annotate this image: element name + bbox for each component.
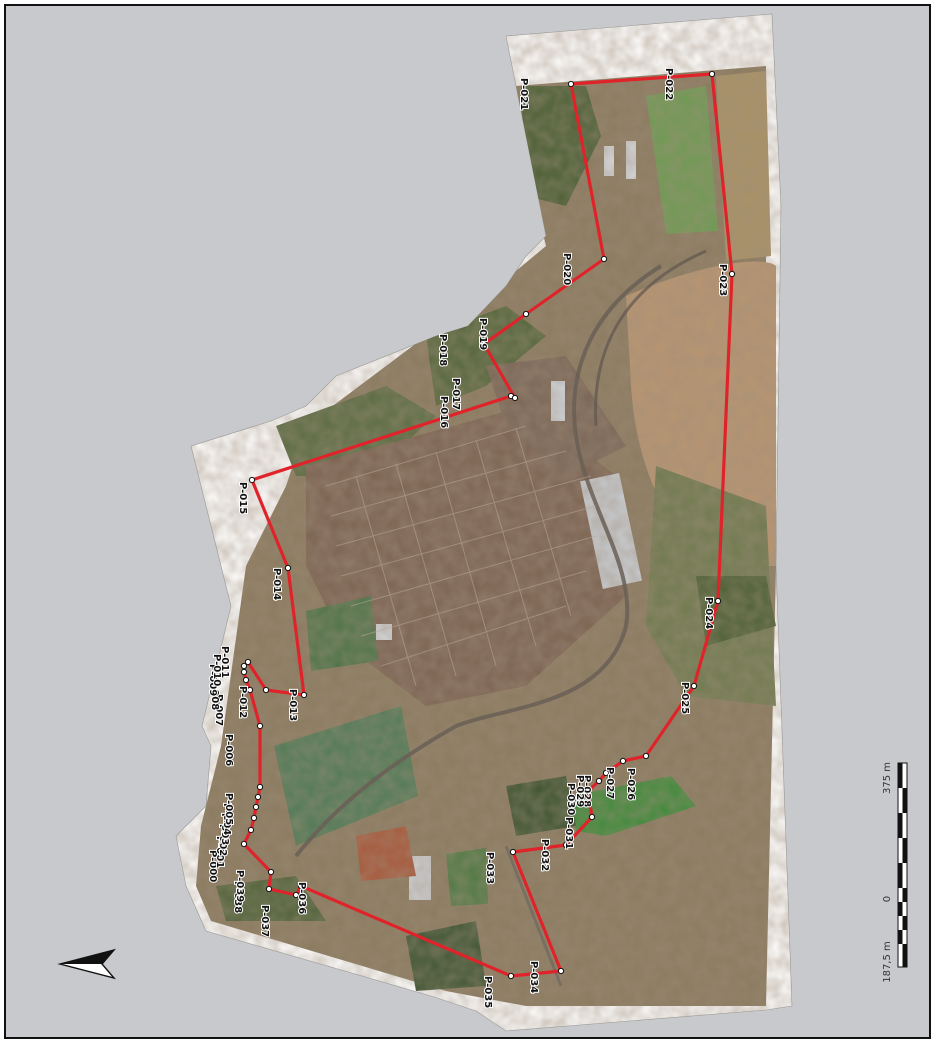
vertex-label-p-015: P-015 (237, 482, 248, 514)
vertex-label-p-033: P-033 (484, 852, 495, 884)
scale-bar-segment (902, 888, 907, 902)
vertex-p-007[interactable] (246, 686, 254, 694)
vertex-label-p-030: P-030 (565, 783, 576, 815)
scale-label-end: 375 m (882, 762, 893, 794)
vertex-label-p-019: P-019 (477, 318, 488, 350)
vertex-label-p-005: P-005 (223, 793, 234, 825)
vertex-p-014[interactable] (284, 564, 292, 572)
vertex-p-032[interactable] (562, 841, 570, 849)
orthophoto-imagery (176, 14, 792, 1031)
vertex-label-p-023: P-023 (717, 264, 728, 296)
vertex-label-p-038: P-038 (232, 881, 243, 913)
vertex-label-p-029: P-029 (574, 775, 585, 807)
vertex-p-025[interactable] (690, 682, 698, 690)
vertex-label-p-000: P-000 (207, 850, 218, 882)
scale-bar-segment (898, 930, 903, 944)
vertex-p-012[interactable] (262, 686, 270, 694)
vertex-p-002[interactable] (250, 814, 258, 822)
vertex-label-p-011: P-011 (219, 646, 230, 678)
scale-bar: 375 m 0 187,5 m (882, 762, 908, 983)
vertex-label-p-027: P-027 (604, 767, 615, 799)
vertex-p-034[interactable] (557, 967, 565, 975)
scale-bar-segment (902, 944, 907, 967)
vertex-p-038[interactable] (265, 885, 273, 893)
vertex-label-p-006: P-006 (223, 734, 234, 766)
vertex-p-010[interactable] (240, 662, 248, 670)
vertex-label-p-012: P-012 (237, 686, 248, 718)
vertex-label-p-034: P-034 (528, 961, 539, 993)
vertex-p-026[interactable] (642, 752, 650, 760)
vertex-label-p-014: P-014 (271, 568, 282, 600)
vertex-label-p-028: P-028 (581, 775, 592, 807)
vertex-label-p-039: P-039 (234, 870, 245, 902)
vertex-p-019[interactable] (522, 310, 530, 318)
vertex-label-p-037: P-037 (259, 905, 270, 937)
vertex-p-033[interactable] (509, 848, 517, 856)
vertex-p-017[interactable] (511, 394, 519, 402)
vertex-label-p-036: P-036 (296, 882, 307, 914)
north-arrow-icon (57, 948, 116, 980)
vertex-p-039[interactable] (267, 868, 275, 876)
vertex-p-009[interactable] (240, 668, 248, 676)
vertex-p-024[interactable] (714, 597, 722, 605)
vertex-p-031[interactable] (588, 813, 596, 821)
vertex-label-p-021: P-021 (518, 78, 529, 110)
vertex-p-006[interactable] (256, 722, 264, 730)
vertex-label-p-024: P-024 (703, 597, 714, 629)
vertex-label-p-018: P-018 (437, 334, 448, 366)
vertex-p-021[interactable] (567, 80, 575, 88)
scale-label-zero: 0 (882, 896, 893, 902)
vertex-label-p-002: P-002 (217, 824, 228, 856)
vertex-label-p-001: P-001 (214, 836, 225, 868)
vertex-label-p-022: P-022 (663, 68, 674, 100)
vertex-p-008[interactable] (242, 676, 250, 684)
scale-bar-segment (898, 902, 903, 916)
vertex-label-p-035: P-035 (482, 976, 493, 1008)
vertex-label-p-016: P-016 (438, 396, 449, 428)
scale-bar-segment (898, 863, 903, 888)
scale-label-mid: 187,5 m (882, 941, 893, 983)
vertex-p-020[interactable] (600, 255, 608, 263)
vertex-p-000[interactable] (240, 840, 248, 848)
scale-bar-segment (902, 838, 907, 863)
vertex-label-p-026: P-026 (625, 768, 636, 800)
boundary-vertices (240, 70, 736, 980)
vertex-p-001[interactable] (247, 826, 255, 834)
vertex-label-p-009: P-009 (207, 664, 218, 696)
scale-bar-segment (898, 813, 903, 838)
vertex-label-p-007: P-007 (213, 694, 224, 726)
vertex-p-022[interactable] (708, 70, 716, 78)
vertex-p-015[interactable] (248, 476, 256, 484)
vertex-p-035[interactable] (507, 972, 515, 980)
vertex-p-028[interactable] (602, 769, 610, 777)
vertex-label-p-013: P-013 (287, 689, 298, 721)
vertex-p-004[interactable] (254, 793, 262, 801)
vertex-p-036[interactable] (297, 882, 305, 890)
vertex-label-p-031: P-031 (563, 817, 574, 849)
vertex-label-p-017: P-017 (450, 378, 461, 410)
vertex-label-p-020: P-020 (561, 253, 572, 285)
vertex-p-030[interactable] (584, 787, 592, 795)
vertex-label-p-008: P-008 (209, 678, 220, 710)
vertex-p-013[interactable] (300, 691, 308, 699)
vertex-label-p-032: P-032 (539, 839, 550, 871)
scale-bar-segment (902, 788, 907, 813)
vertex-p-029[interactable] (595, 777, 603, 785)
vertex-p-037[interactable] (292, 891, 300, 899)
scale-bar-segment (902, 916, 907, 930)
vertex-p-003[interactable] (252, 803, 260, 811)
vertex-label-p-010: P-010 (211, 654, 222, 686)
vertex-p-027[interactable] (619, 757, 627, 765)
scale-bar-segment (898, 763, 903, 788)
vertex-p-011[interactable] (244, 658, 252, 666)
vertex-label-p-004: P-004 (221, 803, 232, 835)
vertex-p-005[interactable] (256, 783, 264, 791)
vertex-p-023[interactable] (728, 270, 736, 278)
vertex-p-018[interactable] (480, 340, 488, 348)
vertex-label-p-025: P-025 (679, 682, 690, 714)
vertex-label-p-003: P-003 (219, 813, 230, 845)
